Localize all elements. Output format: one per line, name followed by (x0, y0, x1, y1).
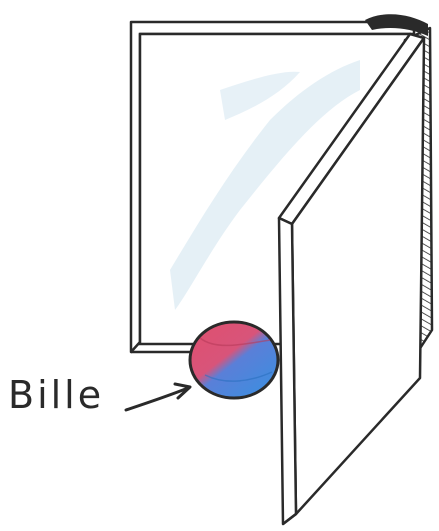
ball-label: Bille (8, 376, 104, 414)
ball-icon (190, 322, 278, 398)
arrow-icon (126, 384, 190, 410)
